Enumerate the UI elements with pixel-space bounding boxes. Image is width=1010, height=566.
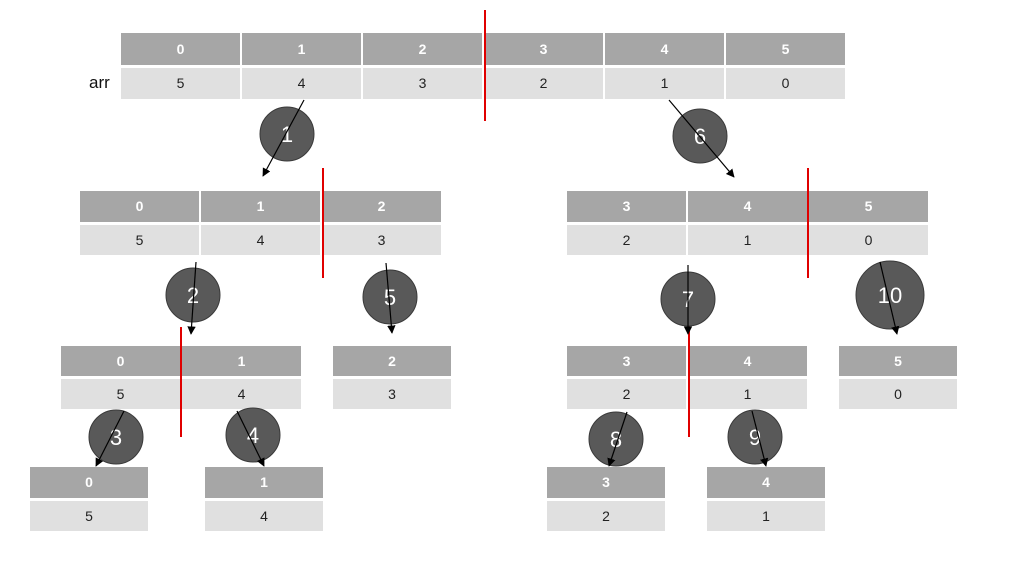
step-circle (855, 260, 925, 330)
index-cell: 2 (322, 191, 443, 222)
value-cell: 5 (80, 225, 201, 255)
index-cell: 0 (61, 346, 182, 376)
arrow (668, 99, 735, 178)
value-cell: 2 (567, 379, 688, 409)
index-cell: 5 (809, 191, 930, 222)
value-cell: 1 (688, 379, 809, 409)
index-cell: 3 (567, 346, 688, 376)
value-cell: 1 (605, 68, 726, 99)
value-cell: 0 (726, 68, 847, 99)
step-circle (362, 269, 418, 325)
arrow (879, 261, 900, 335)
value-cell: 1 (688, 225, 809, 255)
index-cell: 4 (688, 191, 809, 222)
arrow (385, 262, 396, 334)
value-cell: 5 (121, 68, 242, 99)
index-cell: 5 (839, 346, 959, 376)
index-cell: 2 (333, 346, 453, 376)
value-cell: 2 (484, 68, 605, 99)
index-cell: 4 (605, 33, 726, 65)
value-cell: 3 (363, 68, 484, 99)
value-cell: 4 (182, 379, 303, 409)
step-circle (165, 267, 221, 323)
arrow (236, 410, 265, 467)
step-number: 4 (247, 423, 259, 448)
step-number: 2 (187, 283, 199, 308)
step-number: 5 (384, 285, 396, 310)
index-cell: 1 (182, 346, 303, 376)
step-circle (259, 106, 315, 162)
value-cell: 4 (205, 501, 325, 531)
array-label: arr (89, 73, 110, 92)
value-cell: 5 (30, 501, 150, 531)
index-cell: 5 (726, 33, 847, 65)
arrow (607, 411, 628, 467)
step-circle (727, 409, 783, 465)
index-cell: 4 (688, 346, 809, 376)
step-number: 1 (281, 122, 293, 147)
index-cell: 2 (363, 33, 484, 65)
index-cell: 1 (205, 467, 325, 498)
value-cell: 3 (322, 225, 443, 255)
index-cell: 3 (547, 467, 667, 498)
arrow (751, 410, 769, 467)
index-cell: 0 (30, 467, 150, 498)
step-number: 8 (610, 427, 622, 452)
index-cell: 1 (201, 191, 322, 222)
index-cell: 3 (567, 191, 688, 222)
index-cell: 0 (80, 191, 201, 222)
value-cell: 4 (201, 225, 322, 255)
index-cell: 4 (707, 467, 827, 498)
value-cell: 0 (839, 379, 959, 409)
step-circle (225, 407, 281, 463)
index-cell: 1 (242, 33, 363, 65)
step-number: 3 (110, 425, 122, 450)
value-cell: 0 (809, 225, 930, 255)
step-circle (88, 409, 144, 465)
step-number: 9 (749, 425, 761, 450)
step-circle (588, 411, 644, 467)
value-cell: 1 (707, 501, 827, 531)
arrow (95, 410, 125, 467)
value-cell: 2 (547, 501, 667, 531)
value-cell: 2 (567, 225, 688, 255)
value-cell: 4 (242, 68, 363, 99)
arrow (262, 99, 305, 177)
index-cell: 3 (484, 33, 605, 65)
index-cell: 0 (121, 33, 242, 65)
arrow (187, 261, 197, 335)
value-cell: 3 (333, 379, 453, 409)
